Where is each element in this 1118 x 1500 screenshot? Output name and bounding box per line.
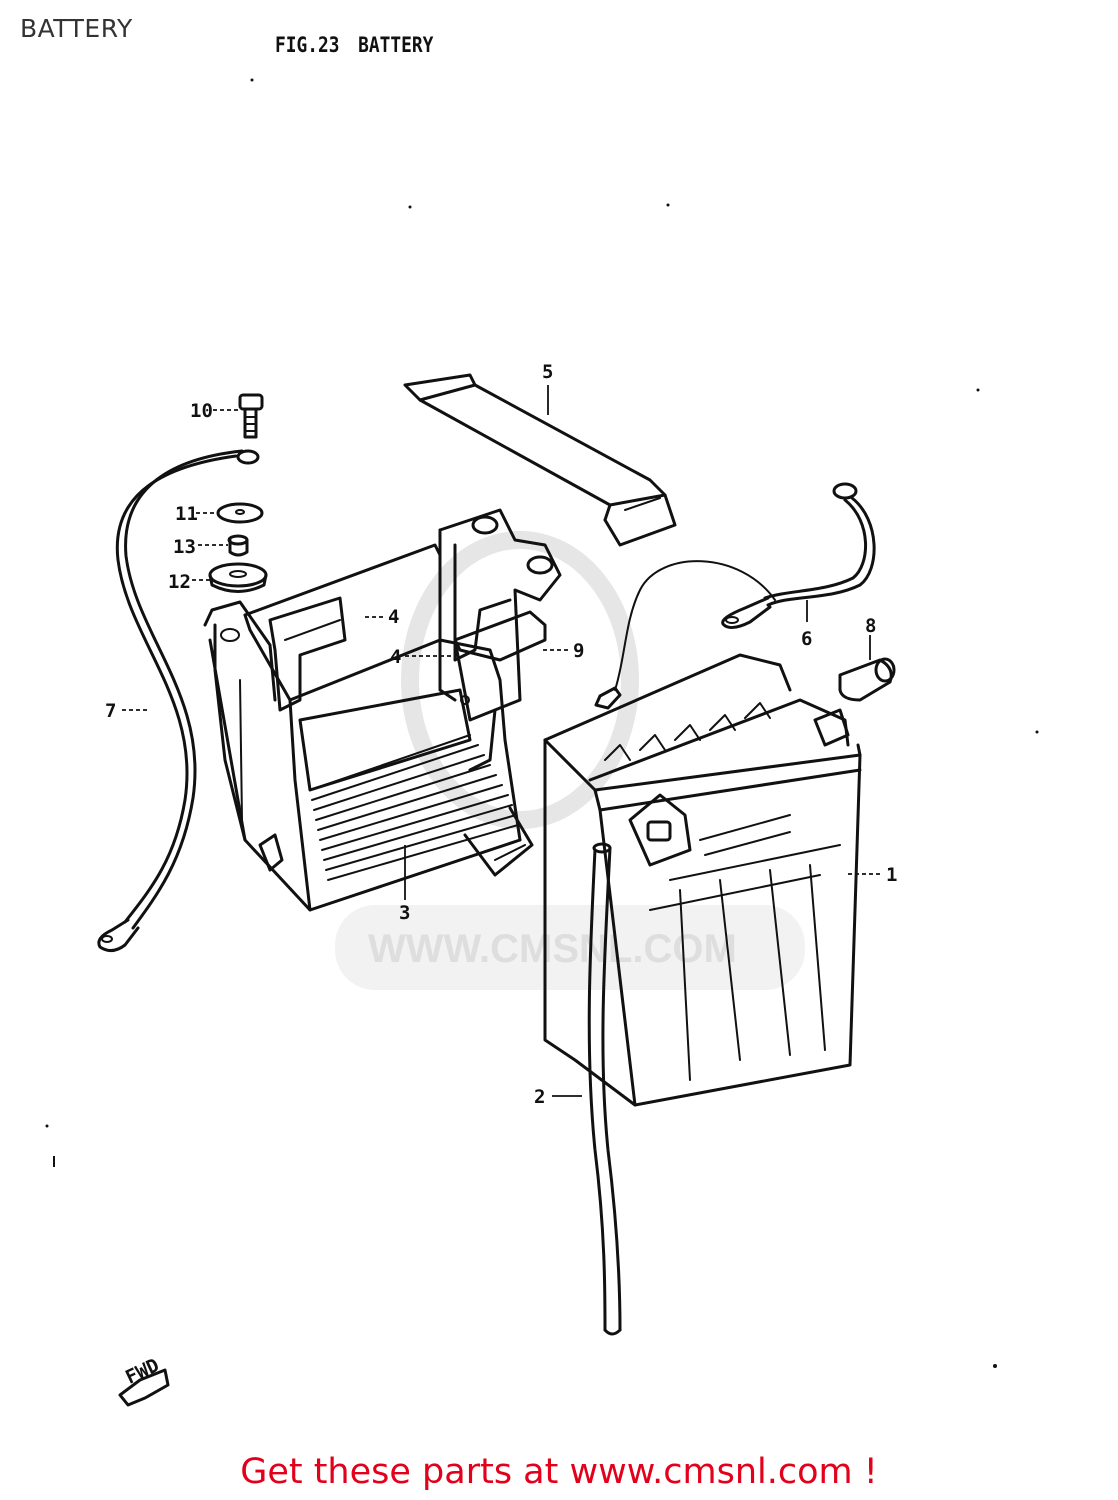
callout-2: 2: [534, 1086, 545, 1108]
battery: [543, 653, 862, 1107]
ground-lead: [97, 449, 260, 952]
callout-numbers: 10 11 13 12 7 5 4 4 9 6 8 3 1 2: [105, 361, 897, 1108]
fwd-label: FWD: [122, 1354, 162, 1388]
callout-3: 3: [399, 902, 410, 924]
bolt: [238, 393, 264, 439]
figure-title: FIG.23 BATTERY: [275, 33, 452, 57]
battery-wire: [594, 560, 776, 710]
battery-case: [203, 543, 534, 912]
watermark-text: WWW.CMSNL.COM: [368, 927, 737, 971]
callout-8: 8: [865, 615, 876, 637]
figure-name: BATTERY: [358, 33, 434, 57]
callout-leaders: [122, 385, 882, 1097]
washer: [216, 502, 264, 524]
figure-number: FIG.23: [275, 33, 340, 57]
callout-1: 1: [886, 864, 897, 886]
callout-4a: 4: [388, 606, 399, 628]
callout-4b: 4: [390, 646, 401, 668]
bracket: [438, 508, 562, 772]
callout-11: 11: [175, 503, 198, 525]
positive-lead: [721, 482, 876, 629]
specks: [45, 78, 1039, 1368]
callout-7: 7: [105, 700, 116, 722]
battery-band: [403, 373, 677, 547]
callout-12: 12: [168, 571, 191, 593]
breather-hose: [587, 842, 622, 1336]
cushion-grommet: [208, 562, 268, 593]
cushion: [268, 596, 547, 712]
footer-link[interactable]: Get these parts at www.cmsnl.com !: [240, 1452, 878, 1492]
callout-13: 13: [173, 536, 196, 558]
page-title: BATTERY: [20, 14, 133, 43]
callout-6: 6: [801, 628, 812, 650]
terminal-cap: [838, 657, 896, 702]
spacer: [227, 534, 249, 557]
fwd-arrow-icon: FWD: [118, 1354, 170, 1407]
callout-9: 9: [573, 640, 584, 662]
callout-5: 5: [542, 361, 553, 383]
callout-10: 10: [190, 400, 213, 422]
